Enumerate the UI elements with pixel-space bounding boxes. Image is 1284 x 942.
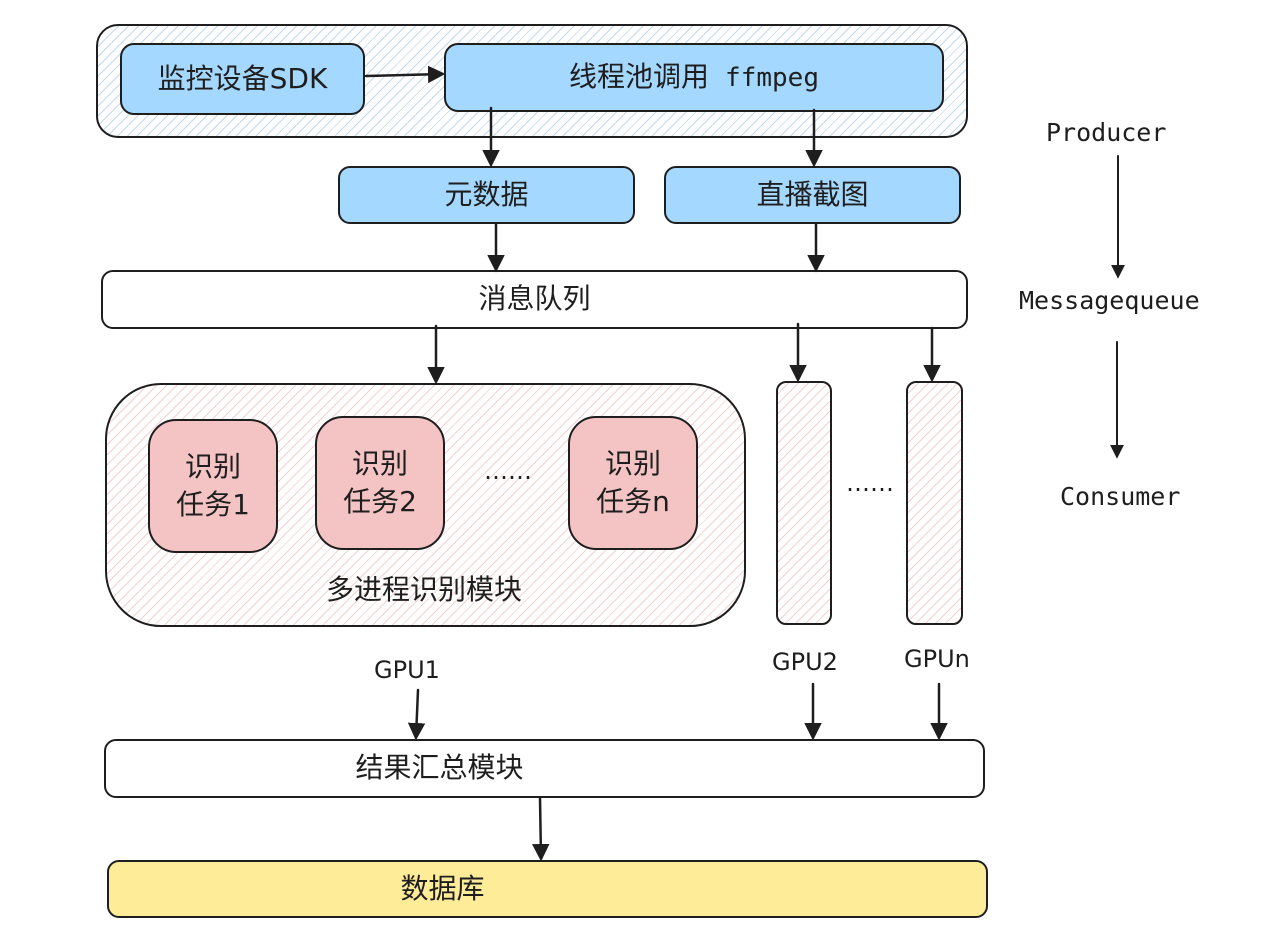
sdk-node: 监控设备SDK bbox=[120, 43, 365, 115]
ffmpeg-label: ffmpeg bbox=[725, 62, 819, 93]
result-summary-node: 结果汇总模块 bbox=[104, 739, 985, 798]
gpu2-column bbox=[776, 381, 832, 625]
metadata-label: 元数据 bbox=[444, 177, 529, 211]
recognition-task-2: 识别 任务2 bbox=[315, 416, 445, 550]
legend-consumer: Consumer bbox=[1060, 482, 1181, 511]
task-2-line1: 识别 bbox=[351, 447, 408, 480]
legend-producer: Producer bbox=[1046, 118, 1167, 147]
sdk-label: 监控设备SDK bbox=[157, 61, 328, 95]
task-2-line2: 任务2 bbox=[343, 485, 417, 518]
task-n-line1: 识别 bbox=[604, 447, 661, 480]
gpu1-label: GPU1 bbox=[374, 656, 440, 684]
gpu2-label: GPU2 bbox=[772, 648, 838, 676]
recognition-task-n: 识别 任务n bbox=[568, 416, 698, 550]
task-n-line2: 任务n bbox=[596, 485, 670, 518]
threadpool-node: 线程池调用 ffmpeg bbox=[444, 43, 944, 112]
tasks-ellipsis: …… bbox=[484, 457, 532, 485]
task-1-line1: 识别 bbox=[184, 450, 241, 483]
threadpool-label: 线程池调用 bbox=[569, 60, 710, 94]
database-node: 数据库 bbox=[107, 860, 988, 918]
gpu-columns-ellipsis: …… bbox=[846, 469, 894, 497]
snapshot-label: 直播截图 bbox=[756, 177, 869, 211]
multiprocess-title: 多进程识别模块 bbox=[326, 573, 523, 606]
arrow-result-to-database bbox=[532, 796, 550, 862]
database-label: 数据库 bbox=[400, 871, 485, 905]
arrow-gpu1-to-result bbox=[407, 688, 426, 741]
result-summary-label: 结果汇总模块 bbox=[355, 751, 524, 785]
message-queue-label: 消息队列 bbox=[478, 282, 591, 316]
recognition-task-1: 识别 任务1 bbox=[148, 419, 278, 553]
gpun-column bbox=[906, 381, 963, 625]
metadata-node: 元数据 bbox=[338, 166, 635, 224]
task-1-line2: 任务1 bbox=[176, 488, 250, 521]
message-queue-node: 消息队列 bbox=[101, 270, 968, 329]
gpun-label: GPUn bbox=[904, 645, 970, 673]
snapshot-node: 直播截图 bbox=[664, 166, 961, 224]
legend-messagequeue: Messagequeue bbox=[1019, 286, 1200, 315]
